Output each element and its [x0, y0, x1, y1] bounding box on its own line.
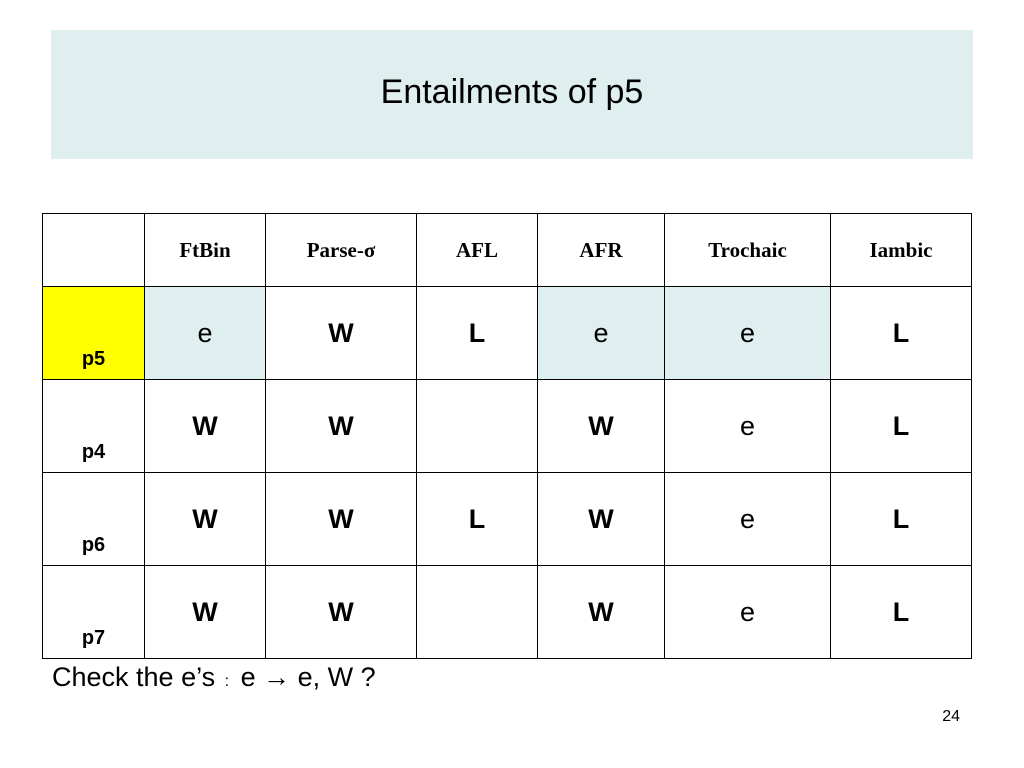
table-cell: e — [664, 379, 831, 473]
row-label-p7: p7 — [42, 565, 145, 659]
table-cell: W — [265, 286, 417, 380]
table-cell: L — [830, 286, 972, 380]
header-cell-afr: AFR — [537, 213, 665, 287]
table-cell: e — [664, 472, 831, 566]
table-row: p4 W W W e L — [42, 379, 972, 473]
header-cell-iambic: Iambic — [830, 213, 972, 287]
row-label-p5: p5 — [42, 286, 145, 380]
table-cell: L — [416, 472, 538, 566]
table-cell: W — [537, 472, 665, 566]
row-label-p6: p6 — [42, 472, 145, 566]
caption-colon: : — [224, 673, 230, 690]
table-cell: e — [664, 286, 831, 380]
table-cell: L — [830, 472, 972, 566]
header-cell-ftbin: FtBin — [144, 213, 266, 287]
table-header-row: FtBin Parse-σ AFL AFR Trochaic Iambic — [42, 213, 972, 287]
table-cell: L — [830, 379, 972, 473]
header-cell-empty — [42, 213, 145, 287]
table-cell: e — [537, 286, 665, 380]
table-cell — [416, 565, 538, 659]
row-label-p4: p4 — [42, 379, 145, 473]
table-cell: W — [144, 379, 266, 473]
header-cell-afl: AFL — [416, 213, 538, 287]
table-cell: L — [830, 565, 972, 659]
page-number: 24 — [942, 708, 960, 725]
table-cell: W — [144, 565, 266, 659]
table-cell: W — [265, 379, 417, 473]
caption: Check the e’s : e → e, W ? — [52, 662, 376, 693]
table-cell: e — [144, 286, 266, 380]
table-cell: W — [265, 565, 417, 659]
table-row: p7 W W W e L — [42, 565, 972, 659]
table-cell: W — [265, 472, 417, 566]
table-row: p6 W W L W e L — [42, 472, 972, 566]
caption-expression: e → e, W ? — [240, 662, 376, 692]
table-row: p5 e W L e e L — [42, 286, 972, 380]
table-cell: L — [416, 286, 538, 380]
table-cell: W — [144, 472, 266, 566]
constraint-table: FtBin Parse-σ AFL AFR Trochaic Iambic p5… — [42, 213, 972, 659]
table-cell: e — [664, 565, 831, 659]
caption-text: Check the e’s — [52, 662, 216, 692]
table-cell: W — [537, 565, 665, 659]
slide-title: Entailments of p5 — [380, 73, 644, 111]
table-cell — [416, 379, 538, 473]
header-cell-trochaic: Trochaic — [664, 213, 831, 287]
header-cell-parse-sigma: Parse-σ — [265, 213, 417, 287]
title-banner: Entailments of p5 — [51, 30, 973, 159]
table-cell: W — [537, 379, 665, 473]
